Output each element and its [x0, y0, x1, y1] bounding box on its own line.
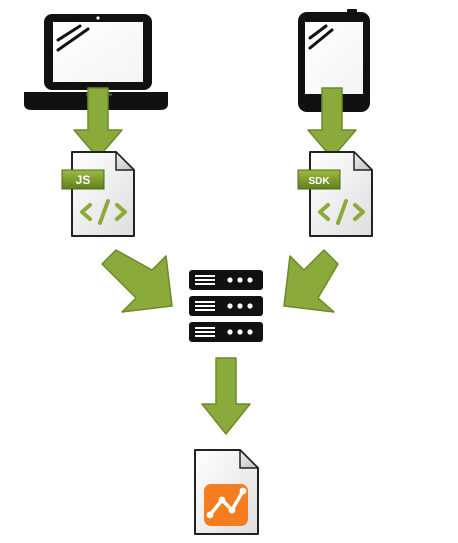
arrow-tablet-to-sdk — [307, 87, 357, 159]
sdk-code-file-icon — [309, 151, 373, 237]
code-brackets-icon — [318, 199, 365, 225]
sdk-badge-label: SDK — [308, 176, 330, 187]
js-code-file-icon — [71, 151, 135, 237]
arrow-server-to-analytics — [201, 357, 251, 435]
sdk-badge: SDK — [297, 169, 341, 190]
analytics-chart-icon — [204, 484, 248, 526]
arrow-js-to-server — [101, 249, 173, 313]
tablet-icon — [298, 9, 370, 112]
arrow-sdk-to-server — [283, 249, 339, 313]
analytics-report-file-icon — [194, 449, 259, 535]
arrow-laptop-to-js — [73, 87, 123, 159]
js-badge: JS — [61, 169, 105, 190]
code-brackets-icon — [80, 199, 127, 225]
js-badge-label: JS — [76, 173, 91, 187]
server-rack-icon — [189, 270, 263, 342]
